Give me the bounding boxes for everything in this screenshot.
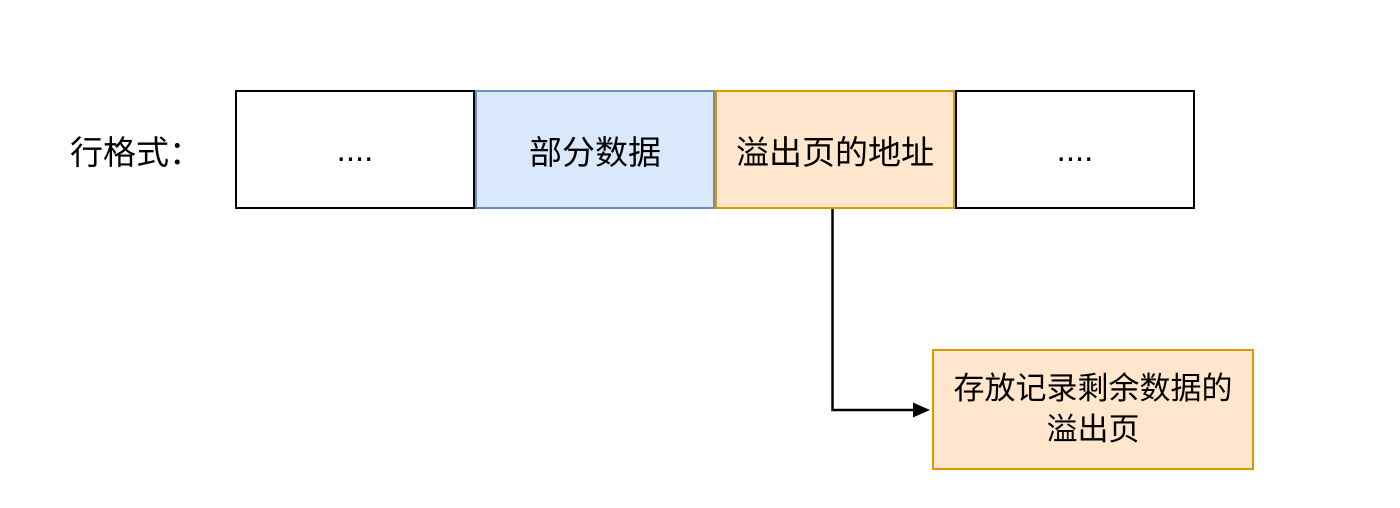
- row-format-label: 行格式：: [70, 133, 202, 171]
- row-cell-ellipsis-right-text: ....: [1056, 130, 1094, 168]
- row-cell-ellipsis-left-text: ....: [336, 130, 374, 168]
- row-cell-ellipsis-right: ....: [955, 90, 1195, 209]
- overflow-arrowhead-icon: [913, 402, 930, 418]
- row-cell-overflow-address: 溢出页的地址: [715, 90, 955, 209]
- row-cell-partial-data: 部分数据: [475, 90, 715, 209]
- row-cell-ellipsis-left: ....: [235, 90, 475, 209]
- row-cell-partial-data-text: 部分数据: [529, 133, 661, 171]
- overflow-page-box-line2: 溢出页: [1046, 411, 1140, 447]
- overflow-page-box-line1: 存放记录剩余数据的: [953, 371, 1233, 407]
- overflow-arrow-line: [831, 209, 915, 412]
- overflow-page-box: 存放记录剩余数据的 溢出页: [932, 349, 1254, 470]
- row-format-cells: .... 部分数据 溢出页的地址 ....: [235, 90, 1195, 209]
- row-cell-overflow-address-text: 溢出页的地址: [736, 133, 934, 171]
